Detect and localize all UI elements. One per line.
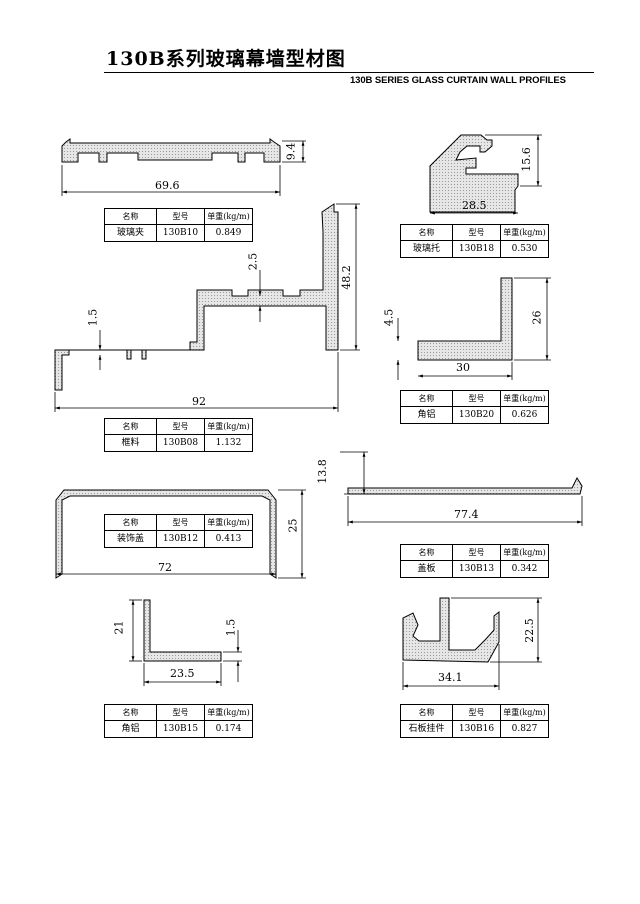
profile-weight: 0.174: [204, 720, 253, 738]
header-weight: 单重(kg/m): [204, 704, 253, 721]
dim-130b20-width: 30: [456, 361, 470, 374]
profile-model: 130B20: [452, 406, 501, 424]
header-model: 型号: [452, 390, 501, 407]
profile-model: 130B10: [156, 224, 205, 242]
dim-130b08-flange: 1.5: [86, 308, 100, 327]
profile-model: 130B08: [156, 434, 205, 452]
dim-130b08-height: 48.2: [339, 265, 353, 290]
header-model: 型号: [452, 704, 501, 721]
header-model: 型号: [452, 544, 501, 561]
title-rule: [104, 72, 594, 73]
profile-model: 130B16: [452, 720, 501, 738]
dim-130b13-height: 13.8: [315, 459, 329, 484]
profile-130b15-shape: [143, 599, 222, 662]
profile-name: 装饰盖: [104, 530, 157, 548]
header-weight: 单重(kg/m): [500, 704, 549, 721]
header-weight: 单重(kg/m): [500, 224, 549, 241]
profile-130b20-shape: [417, 277, 513, 361]
header-name: 名称: [400, 390, 453, 407]
header-name: 名称: [104, 418, 157, 435]
dim-130b15-height: 21: [112, 620, 126, 635]
header-name: 名称: [104, 704, 157, 721]
profile-weight: 0.530: [500, 240, 549, 258]
profile-130b16-shape: [402, 597, 500, 663]
header-weight: 单重(kg/m): [500, 544, 549, 561]
profile-name: 石板挂件: [400, 720, 453, 738]
header-weight: 单重(kg/m): [204, 208, 253, 225]
profile-weight: 0.626: [500, 406, 549, 424]
profile-model: 130B15: [156, 720, 205, 738]
profile-name: 玻璃托: [400, 240, 453, 258]
page-title: 130B系列玻璃幕墙型材图: [106, 48, 346, 70]
dim-130b20-thickness: 4.5: [382, 308, 396, 327]
profile-model: 130B18: [452, 240, 501, 258]
dim-130b15-width: 23.5: [170, 667, 195, 680]
header-model: 型号: [452, 224, 501, 241]
header-weight: 单重(kg/m): [204, 418, 253, 435]
header-model: 型号: [156, 514, 205, 531]
dim-130b15-thickness: 1.5: [224, 618, 238, 637]
header-weight: 单重(kg/m): [204, 514, 253, 531]
profile-130b13-shape: [347, 476, 583, 495]
dim-130b13-width: 77.4: [454, 508, 479, 521]
dim-130b10-height: 9.4: [284, 142, 298, 161]
profile-weight: 0.849: [204, 224, 253, 242]
header-model: 型号: [156, 418, 205, 435]
profile-weight: 0.342: [500, 560, 549, 578]
profile-130b18-shape: [429, 134, 519, 213]
header-model: 型号: [156, 208, 205, 225]
dim-130b08-width: 92: [192, 395, 206, 408]
profile-weight: 1.132: [204, 434, 253, 452]
dim-130b08-wall: 2.5: [246, 252, 260, 271]
profile-model: 130B13: [452, 560, 501, 578]
profile-name: 盖板: [400, 560, 453, 578]
header-name: 名称: [104, 514, 157, 531]
profile-130b08-shape: [54, 203, 339, 391]
dim-130b20-height: 26: [530, 310, 544, 325]
header-model: 型号: [156, 704, 205, 721]
dim-130b12-height: 25: [286, 518, 300, 533]
profile-model: 130B12: [156, 530, 205, 548]
dim-130b16-height: 22.5: [522, 618, 536, 643]
profile-name: 角铝: [104, 720, 157, 738]
profile-name: 框料: [104, 434, 157, 452]
profile-weight: 0.413: [204, 530, 253, 548]
header-weight: 单重(kg/m): [500, 390, 549, 407]
header-name: 名称: [400, 224, 453, 241]
profile-weight: 0.827: [500, 720, 549, 738]
page-subtitle: 130B SERIES GLASS CURTAIN WALL PROFILES: [350, 75, 566, 86]
header-name: 名称: [400, 704, 453, 721]
header-name: 名称: [104, 208, 157, 225]
profile-130b10-shape: [61, 138, 281, 163]
header-name: 名称: [400, 544, 453, 561]
dim-130b18-height: 15.6: [519, 147, 533, 172]
dim-130b12-width: 72: [158, 561, 172, 574]
dim-130b18-width: 28.5: [462, 199, 487, 212]
profile-name: 玻璃夹: [104, 224, 157, 242]
dim-130b16-width: 34.1: [438, 671, 463, 684]
dim-130b10-width: 69.6: [155, 179, 180, 192]
profile-name: 角铝: [400, 406, 453, 424]
